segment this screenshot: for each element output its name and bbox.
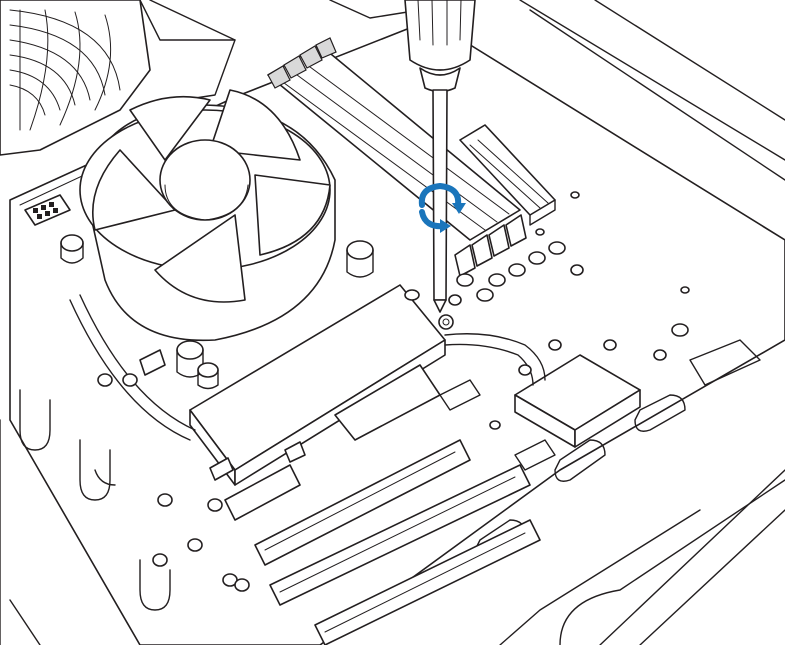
cooler-fan <box>92 89 331 303</box>
psu-fan-grill <box>0 0 236 156</box>
pcie-slots <box>224 379 556 645</box>
clockwise-rotation-arrow-icon <box>418 182 466 233</box>
chipset-heatsink <box>514 354 641 448</box>
cpu-cooler <box>79 89 336 342</box>
cooler-mount-posts <box>60 234 374 390</box>
cpu-power-connector <box>24 194 71 226</box>
atx-power-connector <box>459 124 556 226</box>
screwdriver-icon <box>404 0 476 313</box>
capacitors <box>97 191 690 592</box>
screw-icon <box>438 314 454 330</box>
